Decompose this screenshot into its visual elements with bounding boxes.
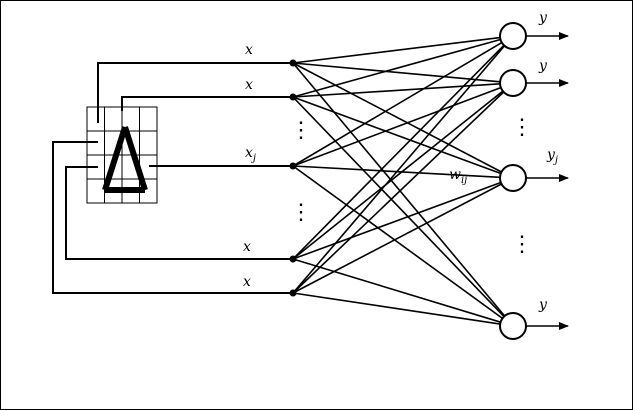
connection-1-2 [292,62,501,83]
output-label-2: y [538,58,548,74]
weight-label: wij [449,167,467,186]
input-label-1: x [245,42,253,58]
connection-5-3 [292,183,502,294]
connection-1-4 [292,62,506,317]
output-neuron-4 [499,312,527,340]
connection-2-4 [292,96,505,318]
weight-connections [292,36,506,325]
connection-5-2 [292,91,505,294]
input-ellipsis-upper: ⋮ [290,118,312,143]
output-label-4: y [538,297,548,313]
connection-5-1 [292,45,506,294]
connection-4-2 [292,90,504,260]
connection-2-1 [292,38,501,98]
connection-1-3 [292,62,502,173]
output-neuron-3 [499,164,527,192]
connection-2-2 [292,83,501,98]
connection-5-4 [292,292,501,325]
input-label-5: x [243,274,251,290]
connection-4-1 [292,44,505,260]
input-label-j: xj [245,145,256,164]
connection-1-1 [292,36,501,64]
output-label-1: y [538,10,548,26]
input-wires [52,62,292,294]
output-arrows [526,32,569,330]
output-ellipsis-upper: ⋮ [511,115,533,140]
output-layer [499,22,527,340]
input-node-5 [289,289,297,297]
input-label-4: x [243,239,251,255]
connection-4-4 [292,258,501,323]
connection-4-3 [292,181,502,260]
retina-letter-a [102,126,148,193]
input-layer [289,59,297,297]
output-ellipsis-lower: ⋮ [511,232,533,257]
output-neuron-1 [499,22,527,50]
input-ellipsis-lower: ⋮ [290,200,312,225]
input-node-4 [289,255,297,263]
connection-2-3 [292,96,502,175]
input-node-3 [289,162,297,170]
output-label-j: yj [546,147,558,166]
input-label-2: x [245,77,253,93]
connection-3-1 [292,41,503,167]
connection-3-2 [292,86,502,167]
connection-3-4 [292,165,503,320]
input-node-1 [289,59,297,67]
input-node-2 [289,93,297,101]
output-neuron-2 [499,69,527,97]
